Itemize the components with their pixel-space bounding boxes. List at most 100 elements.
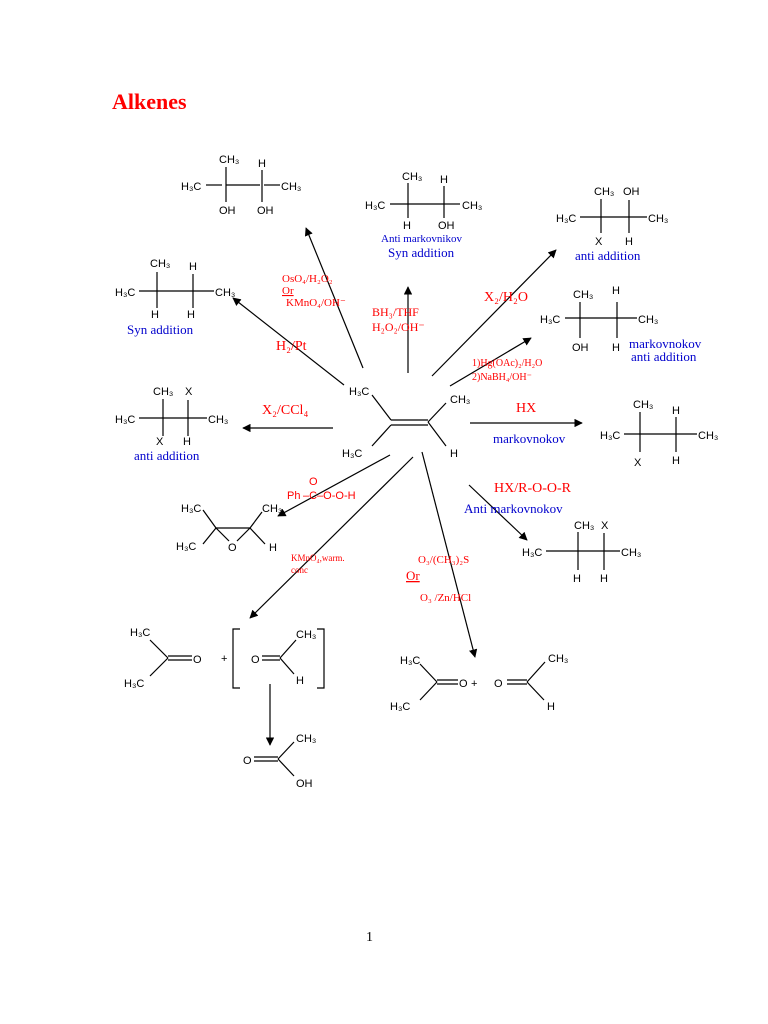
- atom-h: H: [612, 285, 620, 297]
- atom-h3c: H₃C: [556, 213, 576, 225]
- note-anti-addition: anti addition: [631, 349, 697, 364]
- product-diol: CH₃ H H₃C CH₃ OH OH: [181, 154, 301, 217]
- product-alkane: CH₃ H H₃C CH₃ H H: [115, 258, 235, 321]
- atom-h: H: [189, 261, 197, 273]
- atom-h3c: H₃C: [115, 414, 135, 426]
- reagent-x2-h2o: X₂/H₂O: [484, 290, 528, 305]
- atom-ch3: CH₃: [633, 399, 653, 411]
- reagent-ozone-dms: O₃/(CH₃)₂S: [418, 554, 469, 566]
- product-markovnikov-alcohol: CH₃ H H₃C CH₃ OH H: [540, 285, 658, 354]
- atom-o: O: [459, 678, 468, 690]
- atom-h3c: H₃C: [540, 314, 560, 326]
- atom-ch3: CH₃: [215, 287, 235, 299]
- note-markovnokov: markovnokov: [629, 336, 702, 351]
- central-alkene: H₃C CH₃ H₃C H: [342, 386, 470, 460]
- page-title: Alkenes: [112, 89, 187, 114]
- reaction-arrows: [232, 227, 583, 746]
- atom-ch3: CH₃: [150, 258, 170, 270]
- reagent-kmno4-warm: KMnO₄,warm.: [291, 553, 345, 563]
- atom-x: X: [595, 236, 603, 248]
- note-syn-addition: Syn addition: [127, 322, 194, 337]
- atom-h: H: [625, 236, 633, 248]
- atom-x: X: [156, 436, 164, 448]
- reagent-ozone-zn: O₃ /Zn/HCl: [420, 592, 471, 604]
- reagent-peracid-o: O: [309, 476, 318, 488]
- atom-oh: OH: [438, 220, 455, 232]
- atom-o: O: [494, 678, 503, 690]
- atom-h3c: H₃C: [400, 655, 420, 667]
- atom-h: H: [269, 542, 277, 554]
- atom-ch3: CH₃: [573, 289, 593, 301]
- atom-h3c: H₃C: [115, 287, 135, 299]
- atom-h: H: [440, 174, 448, 186]
- arrow-h2-pt: [232, 297, 345, 386]
- atom-h3c: H₃C: [130, 627, 150, 639]
- reagent-peracid-rest: –C–O-O-H: [303, 490, 356, 502]
- atom-h: H: [258, 158, 266, 170]
- atom-oh: OH: [257, 205, 274, 217]
- atom-h: H: [187, 309, 195, 321]
- atom-ch3: CH₃: [638, 314, 658, 326]
- reagent-bh3-thf: BH₃/THF: [372, 305, 419, 319]
- atom-oh: OH: [219, 205, 236, 217]
- plus-sign: +: [471, 678, 477, 690]
- atom-ch3: CH₃: [402, 171, 422, 183]
- atom-o: O: [243, 755, 252, 767]
- atom-o: O: [251, 654, 260, 666]
- note-anti-markovnokov: Anti markovnokov: [464, 501, 563, 516]
- atom-x: X: [185, 386, 193, 398]
- atom-ch3: CH₃: [548, 653, 568, 665]
- atom-h: H: [296, 675, 304, 687]
- atom-h3c: H₃C: [176, 541, 196, 553]
- page-number: 1: [366, 930, 373, 945]
- atom-o: O: [228, 542, 237, 554]
- reagent-h2o2-oh: H₂O₂/OH⁻: [372, 320, 425, 334]
- arrow-hx-roor: [468, 484, 528, 541]
- arrow-x2-h2o: [431, 249, 557, 377]
- atom-h3c: H₃C: [181, 181, 201, 193]
- reagent-hg-oac: 1)Hg(OAc)₂/H₂O: [472, 358, 542, 369]
- atom-h: H: [573, 573, 581, 585]
- atom-o: O: [193, 654, 202, 666]
- reagent-nabh4: 2)NaBH₄/OH⁻: [472, 372, 532, 383]
- arrow-peracid: [277, 454, 391, 517]
- atom-ch3: CH₃: [219, 154, 239, 166]
- atom-oh: OH: [623, 186, 640, 198]
- reagent-oso4-or: Or: [282, 285, 294, 297]
- atom-h: H: [450, 448, 458, 460]
- atom-h: H: [151, 309, 159, 321]
- atom-h3c: H₃C: [390, 701, 410, 713]
- atom-x: X: [634, 457, 642, 469]
- product-halohydrin: CH₃ OH H₃C CH₃ X H: [556, 186, 668, 248]
- note-syn-addition: Syn addition: [388, 245, 455, 260]
- atom-h: H: [547, 701, 555, 713]
- atom-ch3: CH₃: [262, 503, 282, 515]
- atom-ch3: CH₃: [450, 394, 470, 406]
- reagent-labels: OsO₄/H₂O₂ Or KMnO₄/OH⁻ BH₃/THF H₂O₂/OH⁻ …: [262, 273, 572, 604]
- product-epoxide: H₃C CH₃ H₃C O H: [176, 503, 282, 554]
- product-acetone-left: H₃C O H₃C: [124, 627, 202, 690]
- atom-ch3: CH₃: [296, 733, 316, 745]
- atom-oh: OH: [296, 778, 313, 790]
- atom-ch3: CH₃: [208, 414, 228, 426]
- atom-ch3: CH₃: [594, 186, 614, 198]
- atom-h3c: H₃C: [124, 678, 144, 690]
- product-dihalide: CH₃ X H₃C CH₃ X H: [115, 386, 228, 448]
- note-labels: Anti markovnikov Syn addition anti addit…: [127, 233, 702, 516]
- atom-x: X: [601, 520, 609, 532]
- reagent-peracid-ph: Ph: [287, 490, 300, 502]
- atom-ch3: CH₃: [281, 181, 301, 193]
- plus-sign: +: [221, 653, 227, 665]
- arrow-oxymercuration: [449, 337, 532, 387]
- reagent-ozone-or: Or: [406, 568, 420, 583]
- note-anti-addition: anti addition: [575, 248, 641, 263]
- atom-h: H: [672, 405, 680, 417]
- product-hydroboration-alcohol: CH₃ H H₃C CH₃ H OH: [365, 171, 482, 232]
- atom-ch3: CH₃: [296, 629, 316, 641]
- reagent-hx: HX: [516, 401, 536, 416]
- arrow-kmno4: [249, 456, 414, 619]
- atom-h: H: [183, 436, 191, 448]
- atom-h3c: H₃C: [349, 386, 369, 398]
